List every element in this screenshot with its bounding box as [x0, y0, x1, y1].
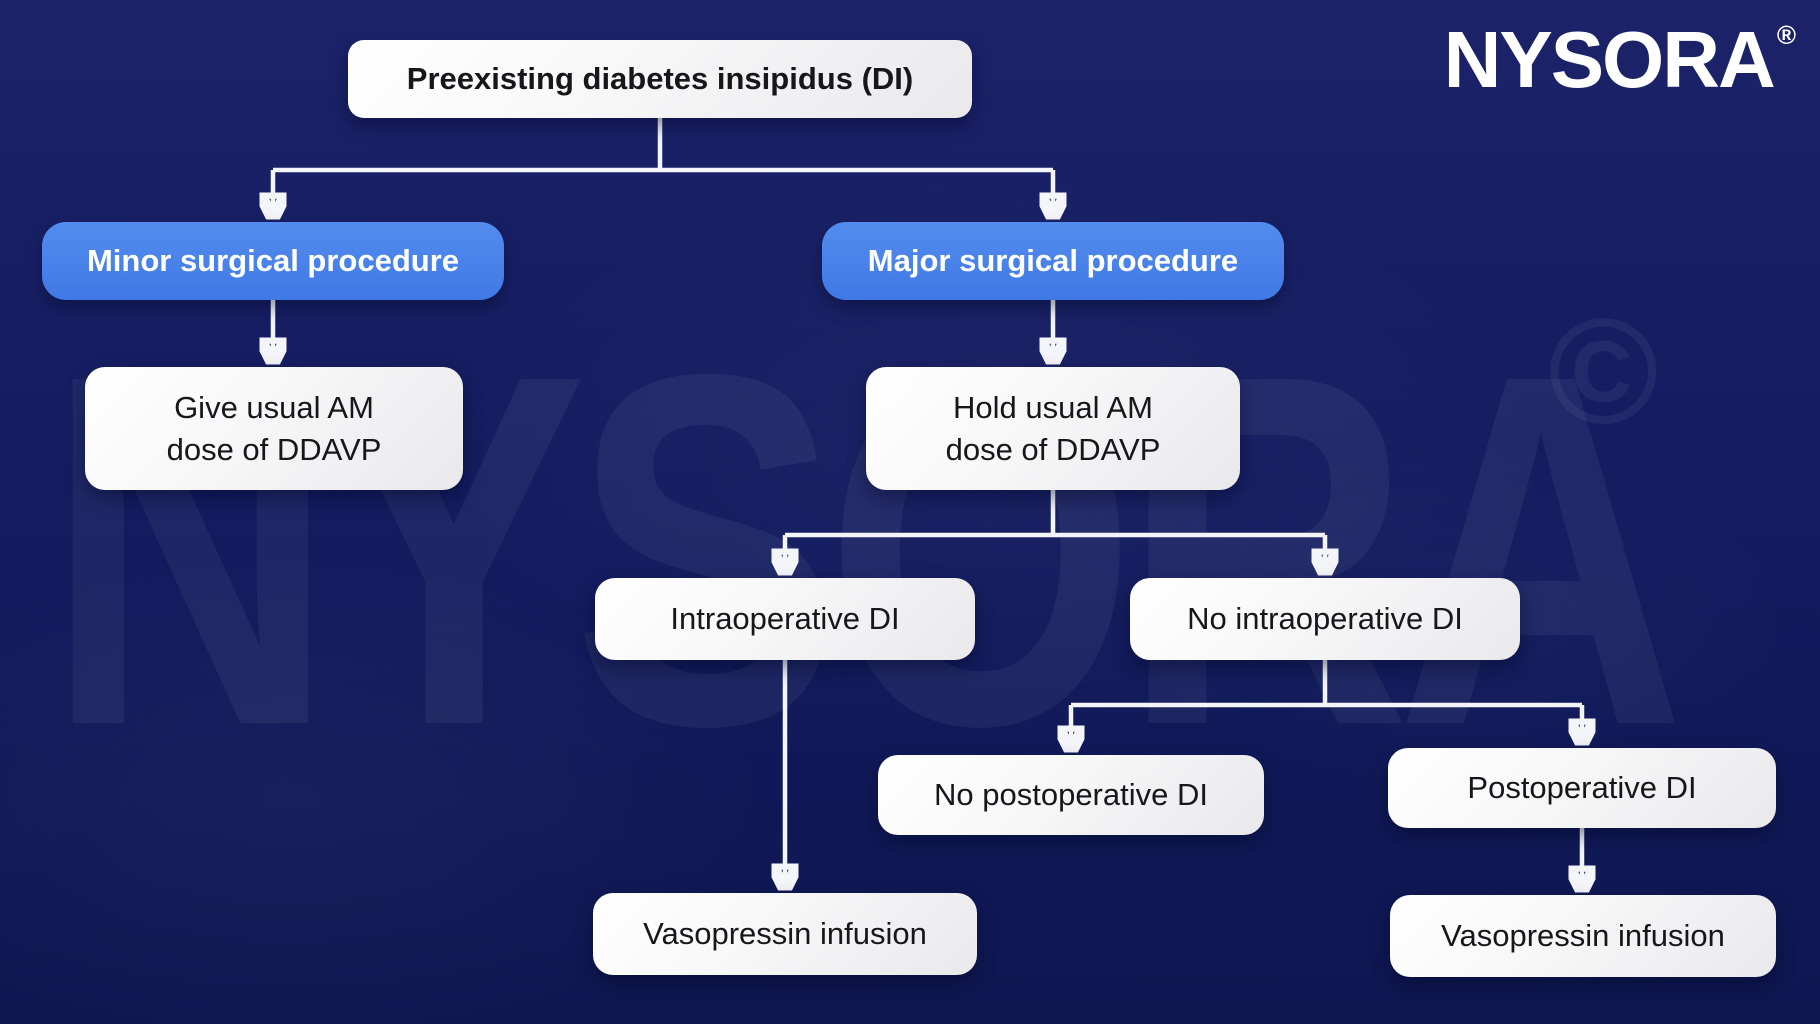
node-preexisting-di: Preexisting diabetes insipidus (DI)	[348, 40, 972, 118]
node-hold-usual-am-dose: Hold usual AM dose of DDAVP	[866, 367, 1240, 490]
node-no-postoperative-di: No postoperative DI	[878, 755, 1264, 835]
node-major-surgical-procedure: Major surgical procedure	[822, 222, 1284, 300]
node-minor-surgical-procedure: Minor surgical procedure	[42, 222, 504, 300]
node-postoperative-di: Postoperative DI	[1388, 748, 1776, 828]
nysora-logo-text: NYSORA	[1443, 15, 1776, 104]
node-no-intraoperative-di: No intraoperative DI	[1130, 578, 1520, 660]
node-give-usual-am-dose: Give usual AM dose of DDAVP	[85, 367, 463, 490]
node-intraoperative-di: Intraoperative DI	[595, 578, 975, 660]
node-vasopressin-infusion-right: Vasopressin infusion	[1390, 895, 1776, 977]
node-vasopressin-infusion-left: Vasopressin infusion	[593, 893, 977, 975]
nysora-logo: NYSORA®	[1444, 20, 1796, 100]
registered-trademark-icon: ®	[1776, 20, 1796, 50]
